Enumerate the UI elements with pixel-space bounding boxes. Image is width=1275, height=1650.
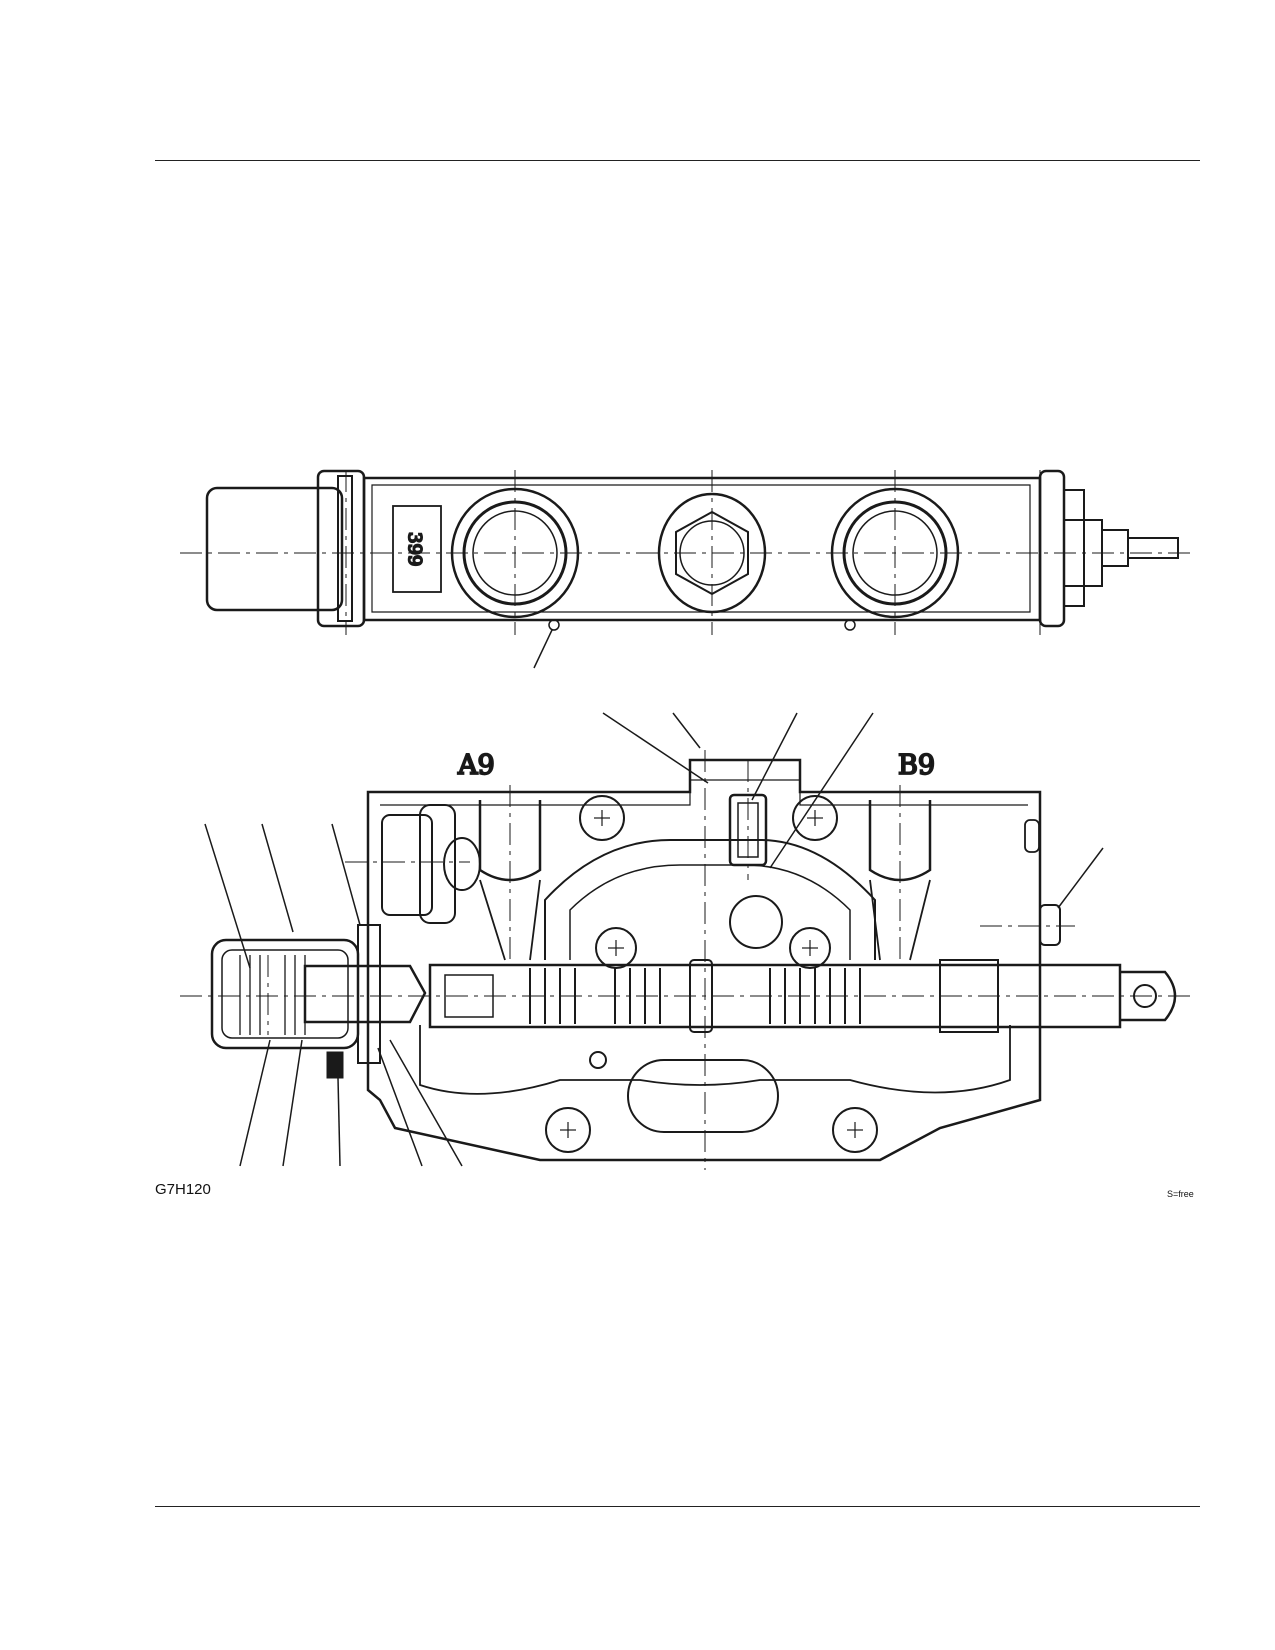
footer-rule	[155, 1506, 1200, 1507]
figure-code: G7H120	[155, 1181, 211, 1198]
section-view-drawing	[180, 712, 1190, 1170]
header-rule	[155, 160, 1200, 161]
scale-note: S=free	[1167, 1189, 1194, 1199]
port-a-label: A9	[457, 750, 495, 781]
top-view-drawing	[180, 469, 1195, 669]
body-stamp-label: 399	[404, 532, 425, 566]
port-b-label: B9	[898, 750, 935, 781]
